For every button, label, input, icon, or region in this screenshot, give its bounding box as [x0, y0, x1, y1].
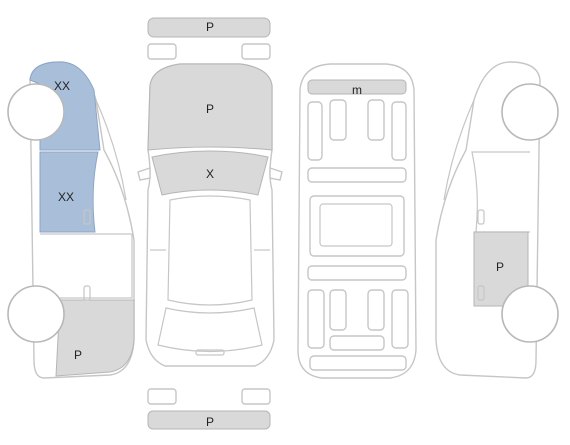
- front-seat-right-cushion[interactable]: [367, 99, 385, 141]
- floor-inner: [319, 203, 393, 247]
- left-front-door-mark: XX: [58, 190, 74, 204]
- right-window-line: [443, 99, 475, 201]
- front-seat-left-cushion[interactable]: [329, 99, 347, 141]
- right-front-wheel[interactable]: [501, 83, 559, 141]
- left-rear-handle: [83, 285, 91, 301]
- windshield[interactable]: [151, 150, 269, 196]
- left-window-line: [95, 99, 127, 201]
- front-left-seat[interactable]: [307, 101, 323, 161]
- roof-panel[interactable]: [307, 79, 407, 95]
- rear-right-taillight[interactable]: [241, 388, 271, 405]
- front-right-headlight[interactable]: [241, 43, 271, 60]
- right-front-handle: [477, 209, 485, 225]
- rear-handle: [195, 349, 225, 356]
- rear-panel[interactable]: [307, 265, 407, 281]
- left-mirror[interactable]: [137, 167, 151, 181]
- left-side-view: XX XX P: [7, 61, 135, 379]
- hood[interactable]: [147, 63, 273, 151]
- front-bumper-mark: P: [206, 20, 214, 34]
- roof-mark: m: [352, 83, 362, 97]
- left-rear-door[interactable]: [40, 233, 133, 299]
- left-rear-wheel[interactable]: [7, 285, 65, 343]
- windshield-mark: X: [206, 167, 214, 181]
- trunk-panel[interactable]: [329, 335, 385, 351]
- rear-window[interactable]: [157, 307, 263, 353]
- right-side-view: P: [435, 61, 559, 379]
- front-bumper-group: P: [147, 17, 271, 60]
- front-bumper[interactable]: [147, 17, 271, 38]
- rear-right-seat[interactable]: [391, 289, 409, 349]
- floor-panel[interactable]: [309, 195, 405, 257]
- rear-bumper-group: P: [147, 388, 271, 430]
- rear-bumper-mark: P: [206, 415, 214, 429]
- top-view-exterior: P X: [137, 63, 283, 367]
- front-left-headlight[interactable]: [147, 43, 177, 60]
- right-rear-handle: [477, 285, 485, 301]
- interior-view: m: [297, 63, 417, 379]
- left-rear-quarter[interactable]: [55, 299, 135, 377]
- left-front-wheel[interactable]: [7, 83, 65, 141]
- left-front-fender-mark: XX: [54, 79, 70, 93]
- left-front-handle: [83, 209, 91, 225]
- rear-bumper[interactable]: [147, 410, 271, 430]
- dash-panel[interactable]: [307, 167, 407, 183]
- tail-panel[interactable]: [309, 355, 407, 371]
- rear-seat-right-cushion[interactable]: [367, 289, 385, 331]
- right-rear-door-mark: P: [496, 260, 504, 274]
- right-rear-wheel[interactable]: [501, 285, 559, 343]
- left-rear-quarter-mark: P: [74, 348, 82, 362]
- roof[interactable]: [167, 195, 253, 306]
- rear-left-taillight[interactable]: [147, 388, 177, 405]
- right-mirror[interactable]: [269, 167, 283, 181]
- rear-seat-left-cushion[interactable]: [329, 289, 347, 331]
- rear-left-seat[interactable]: [307, 289, 325, 349]
- hood-mark: P: [206, 102, 214, 116]
- front-right-seat[interactable]: [391, 101, 407, 161]
- right-front-door[interactable]: [471, 151, 530, 233]
